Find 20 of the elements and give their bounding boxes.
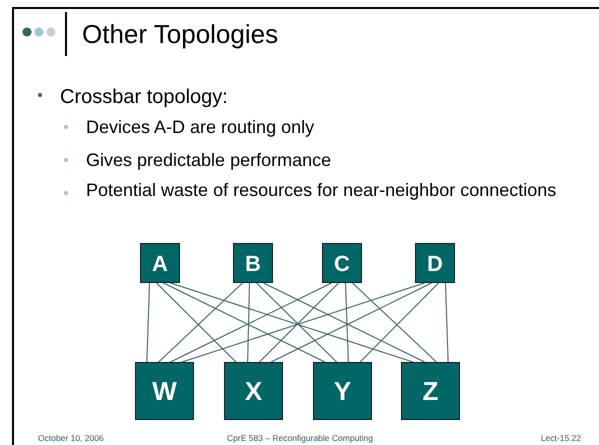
device-box: X (224, 362, 283, 420)
device-box: D (415, 243, 455, 283)
sub-bullet-text: Gives predictable performance (86, 149, 332, 172)
device-box: W (135, 362, 194, 420)
sub-bullet-text: Devices A-D are routing only (86, 116, 316, 139)
connector-line (445, 282, 449, 362)
connector-line (345, 282, 349, 362)
footer-text: Lect-15.22 (540, 433, 581, 443)
bullet-text: Crossbar topology: (60, 85, 229, 110)
device-box: Y (313, 362, 372, 420)
device-box: B (233, 243, 273, 283)
sub-bullet-text: Potential waste of resources for near-neighbor connections (86, 180, 558, 200)
slide-title: Other Topologies (82, 18, 278, 50)
device-box: C (322, 243, 362, 283)
footer-text: October 10, 2006 (38, 433, 104, 443)
device-box: Z (401, 362, 460, 420)
connector-line (146, 282, 150, 362)
connector-line (247, 282, 250, 362)
device-box: A (140, 243, 180, 283)
footer-text: CprE 583 – Reconfigurable Computing (227, 433, 373, 443)
